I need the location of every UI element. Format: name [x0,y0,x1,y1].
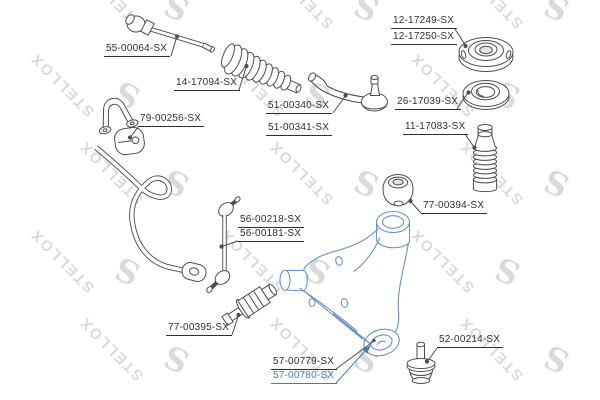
part-label-26-17039-sx[interactable]: 26-17039-SX [395,96,462,110]
part-label-79-00256-sx[interactable]: 79-00256-SX [138,113,205,127]
control-arm-drawing [279,210,411,357]
stab-bushing-drawing [114,126,145,156]
part-label-55-00064-sx[interactable]: 55-00064-SX [104,43,171,57]
arm-bolt-bushing-drawing [221,283,278,327]
part-label-14-17094-sx[interactable]: 14-17094-SX [174,77,241,91]
part-label-12-17250-sx[interactable]: 12-17250-SX [391,31,458,45]
part-label-56-00181-sx[interactable]: 56-00181-SX [238,228,305,242]
axial-tie-rod-drawing [125,14,215,53]
ball-joint-drawing [406,341,436,384]
strut-bearing-drawing [462,80,510,110]
stab-bracket-drawing [98,97,139,135]
stabilizer-bar-drawing [94,145,207,282]
arm-rear-bushing-drawing [382,173,414,207]
part-label-52-00214-sx[interactable]: 52-00214-SX [437,334,504,348]
part-label-56-00218-sx[interactable]: 56-00218-SX [238,214,305,228]
part-label-57-00779-sx[interactable]: 57-00779-SX [271,356,338,370]
leader-lines [127,28,477,384]
part-label-57-00780-sx[interactable]: 57-00780-SX [271,370,338,384]
strut-mount-drawing [458,37,514,72]
tie-rod-end-drawing [307,72,388,112]
part-label-77-00394-sx[interactable]: 77-00394-SX [421,200,488,214]
part-label-51-00341-sx[interactable]: 51-00341-SX [266,122,333,136]
part-label-11-17083-sx[interactable]: 11-17083-SX [403,121,469,135]
part-label-12-17249-sx[interactable]: 12-17249-SX [391,15,458,29]
stab-link-drawing [206,196,241,293]
dust-boot-drawing [472,124,498,193]
highlight-arrowhead [362,345,371,354]
steering-boot-drawing [221,43,302,94]
part-label-51-00340-sx[interactable]: 51-00340-SX [266,100,333,114]
part-label-77-00395-sx[interactable]: 77-00395-SX [166,322,233,336]
